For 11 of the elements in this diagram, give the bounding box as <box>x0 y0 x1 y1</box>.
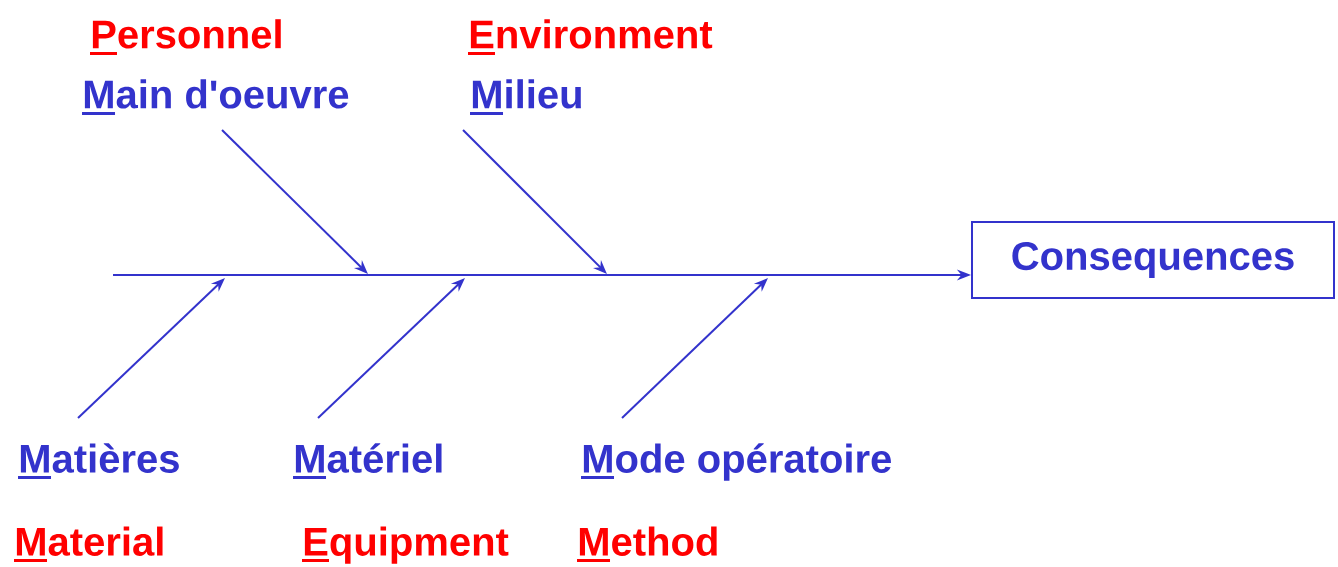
category-label: Personnel Main d'oeuvre <box>82 19 349 115</box>
result-box: Consequences <box>971 221 1335 299</box>
category-label: Matériel Equipment <box>293 443 509 564</box>
category-label: Mode opératoire Method <box>577 443 891 562</box>
branch-arrow <box>621 278 768 419</box>
branch-arrow <box>462 129 607 274</box>
category-label: Environment Milieu <box>468 19 713 115</box>
branch-arrow <box>317 278 465 419</box>
category-label: Matières Material <box>14 443 179 562</box>
branch-arrow <box>77 278 225 419</box>
branch-arrow <box>221 129 368 274</box>
